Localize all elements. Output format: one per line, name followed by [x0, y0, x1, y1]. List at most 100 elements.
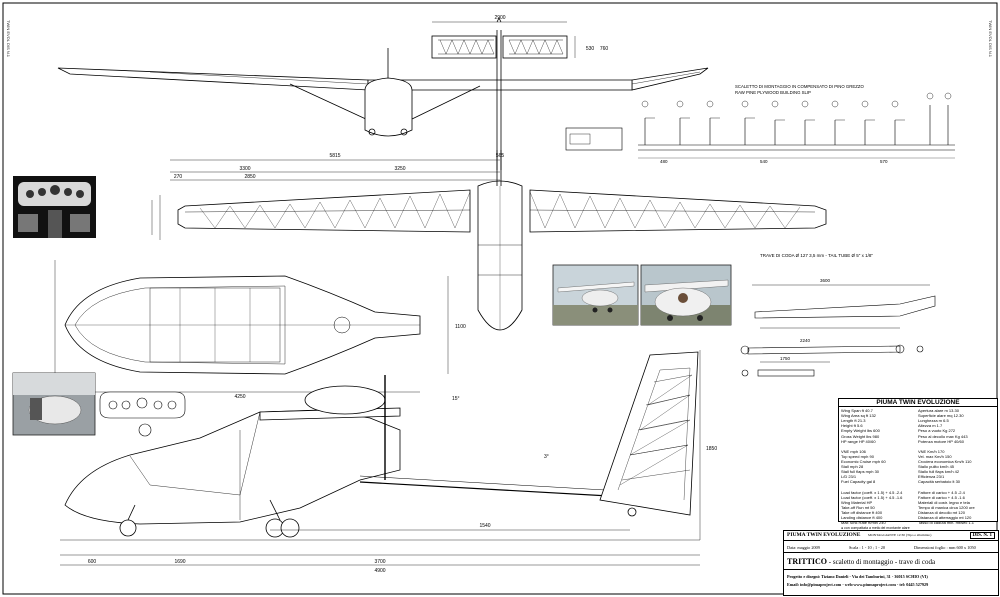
dim-side-b: 1690	[174, 559, 185, 565]
spec-imperial-row: Fuel Capacity gal 8	[841, 479, 876, 485]
wing-plan-view	[151, 150, 827, 331]
spec-imperial-row: Empty Weight lbs 600	[841, 428, 880, 434]
spec-metric-row: Superficie alare mq 12.30	[918, 413, 964, 419]
spec-metric-row: Altezza m 1.7	[918, 423, 943, 429]
spec-metric-row: Lunghezza m 6.5	[918, 418, 949, 424]
spec-metric-row: Potenza motore HP 40/60	[918, 438, 964, 444]
dim-center: 565	[496, 153, 505, 159]
spec-imperial-row: Stall mph 28	[841, 464, 864, 470]
tb-contact: Email: info@pimaproject.com - web:www.pi…	[787, 582, 929, 587]
dim-root: 270	[174, 174, 183, 180]
title-block: PIUMA TWIN EVOLUZIONE MONTAGGIANTE 12:30…	[783, 530, 999, 596]
spec-metric-row: Stallo pulito km/h 45	[918, 464, 955, 470]
dim-slip-a: 480	[660, 159, 668, 164]
tb-title: TRITTICO	[787, 557, 828, 566]
tb-title-rest: - scaletto di montaggio - trave di coda	[827, 558, 936, 566]
spec-imperial-row: Economic Cruise mph 60	[841, 459, 886, 465]
tb-subtitle: MONTAGGIANTE 12:30 (Tipo e alluminio)	[868, 533, 932, 537]
spec-imperial-row: Take-off Run mt 50	[841, 504, 875, 510]
spec-metric-row: Vel. max Km/h 150	[918, 453, 952, 459]
dim-tail-chord: 530	[586, 46, 595, 52]
dim-height: 1850	[706, 446, 717, 452]
spec-metric-row: Crociera economica Km/h 110	[918, 459, 972, 465]
angle-a: 15°	[452, 396, 460, 402]
spec-metric-row: Peso al decollo max Kg 443	[918, 433, 968, 439]
spec-imperial-row: Length ft 21.3	[841, 418, 866, 424]
tb-dis: DIS. N. 1	[969, 532, 995, 539]
tb-project-row: PIUMA TWIN EVOLUZIONE MONTAGGIANTE 12:30…	[784, 531, 998, 541]
spec-metric-row: Materiali di costr. legno e tela	[918, 499, 970, 505]
spec-metric-row: Fattore di carico + 4.5 -2.4	[918, 489, 965, 495]
spec-metric-row: Stallo full flaps km/h 42	[918, 469, 960, 475]
spec-imperial-row: Height ft 5.6	[841, 423, 863, 429]
photo-engine-detail	[12, 372, 96, 436]
spec-metric-row: Apertura alare m 13.30	[918, 408, 959, 414]
spec-imperial-row: Stall full flaps mph 30	[841, 469, 880, 475]
side-label-left: TWIN EVOL DIS N.1	[6, 20, 11, 57]
angle-b: 3°	[544, 454, 549, 460]
dim-side-total: 4900	[374, 568, 385, 574]
dim-side-a: 3700	[374, 559, 385, 565]
dim-wing-2850: 2850	[244, 174, 255, 180]
spec-metric-row: Tempo di manica circa 1200 ore	[918, 504, 975, 510]
dim-tail-tube-c: 1750	[780, 356, 791, 361]
tb-info-row: Data: maggio 2009 Scala : 1 - 10 ; 1 - 2…	[784, 543, 998, 553]
spec-imperial-row: Load factor (coeff. x 1.5) + 4.5 -1.6	[841, 494, 903, 500]
tb-title-row: TRITTICO - scaletto di montaggio - trave…	[784, 555, 998, 570]
dim-fuse-len: 4250	[234, 394, 245, 400]
dim-wing-3250: 3250	[394, 166, 405, 172]
spec-imperial-row: HP range HP 40/60	[841, 438, 876, 444]
photo-cockpit	[13, 176, 96, 238]
dim-gear: 600	[88, 559, 97, 565]
slip-caption-it: SCALETTO DI MONTAGGIO IN COMPENSATO DI P…	[735, 84, 864, 89]
dim-slip-c: 570	[880, 159, 888, 164]
fuselage-plan-view	[54, 260, 449, 393]
dim-tail-height: 760	[600, 46, 609, 52]
side-label-right: TWIN EVOL DIS N.1	[988, 20, 993, 57]
spec-metric-row: Capacità serbatoio lt 30	[918, 479, 961, 485]
dim-slip-b: 540	[760, 159, 768, 164]
spec-imperial-row: Wing Material HP	[841, 499, 873, 505]
spec-imperial-row: Landing distance ft 400	[841, 515, 883, 521]
spec-imperial-row: Gross Weight lbs 980	[841, 433, 880, 439]
spec-metric-row: Efficienza 23/1	[918, 474, 945, 480]
tb-scale: Scala : 1 - 10 ; 1 - 20	[849, 545, 886, 550]
photo-aircraft-takeoff	[552, 264, 639, 326]
dim-side-c: 1540	[479, 523, 490, 529]
photo-aircraft-pilot	[640, 264, 732, 326]
dim-fuse-width: 1100	[455, 324, 466, 330]
spec-imperial-row: L/D 23/1	[841, 474, 857, 480]
dim-wing-span: 5815	[329, 153, 340, 159]
slip-caption-en: RAW PINE PLYWOOD BUILDING SLIP	[735, 90, 811, 95]
specs-note-1: ● con compattata a metà del montante ala…	[841, 526, 910, 531]
spec-metric-row: Tasso di caduta min. mt/sec 1.1	[918, 520, 975, 526]
spec-imperial-row: Take off distance ft 400	[841, 509, 883, 515]
tail-tube-caption: TRAVE DI CODA Ø 127 3,5 mm - TAIL TUBE Ø…	[760, 253, 873, 258]
dim-tail-tube-len: 3600	[820, 278, 831, 283]
dim-tail-tube-b: 2240	[800, 338, 811, 343]
spec-imperial-row: Max Sink Rate ft/min 240	[841, 520, 886, 526]
dim-tail-span: 2900	[494, 15, 505, 21]
instrument-panel-sketch	[99, 391, 186, 437]
dim-wing-half: 3300	[239, 166, 250, 172]
spec-metric-row: Distanza di decollo mt 120	[918, 509, 965, 515]
spec-imperial-row: VNE mph 106	[841, 448, 866, 454]
building-slip	[565, 92, 955, 159]
tb-date: Data: maggio 2009	[787, 545, 820, 550]
spec-metric-row: Peso a vuoto Kg 272	[918, 428, 956, 434]
tb-project: PIUMA TWIN EVOLUZIONE	[787, 532, 861, 538]
top-view	[57, 17, 709, 170]
specs-title: PIUMA TWIN EVOLUZIONE	[839, 399, 997, 408]
spec-metric-row: Fattore di carico + 4.5 -1.6	[918, 494, 965, 500]
tb-designer: Progetto e disegni: Tiziano Danieli - Vi…	[787, 574, 928, 579]
side-view	[60, 350, 701, 566]
spec-imperial-row: Top speed mph 90	[841, 453, 874, 459]
tb-sheet-size: Dimensioni foglio : mm 600 x 1050	[914, 545, 976, 550]
spec-metric-row: Distanza di atterraggio mt 120	[918, 515, 972, 521]
spec-imperial-row: Wing Area sq ft 132	[841, 413, 876, 419]
